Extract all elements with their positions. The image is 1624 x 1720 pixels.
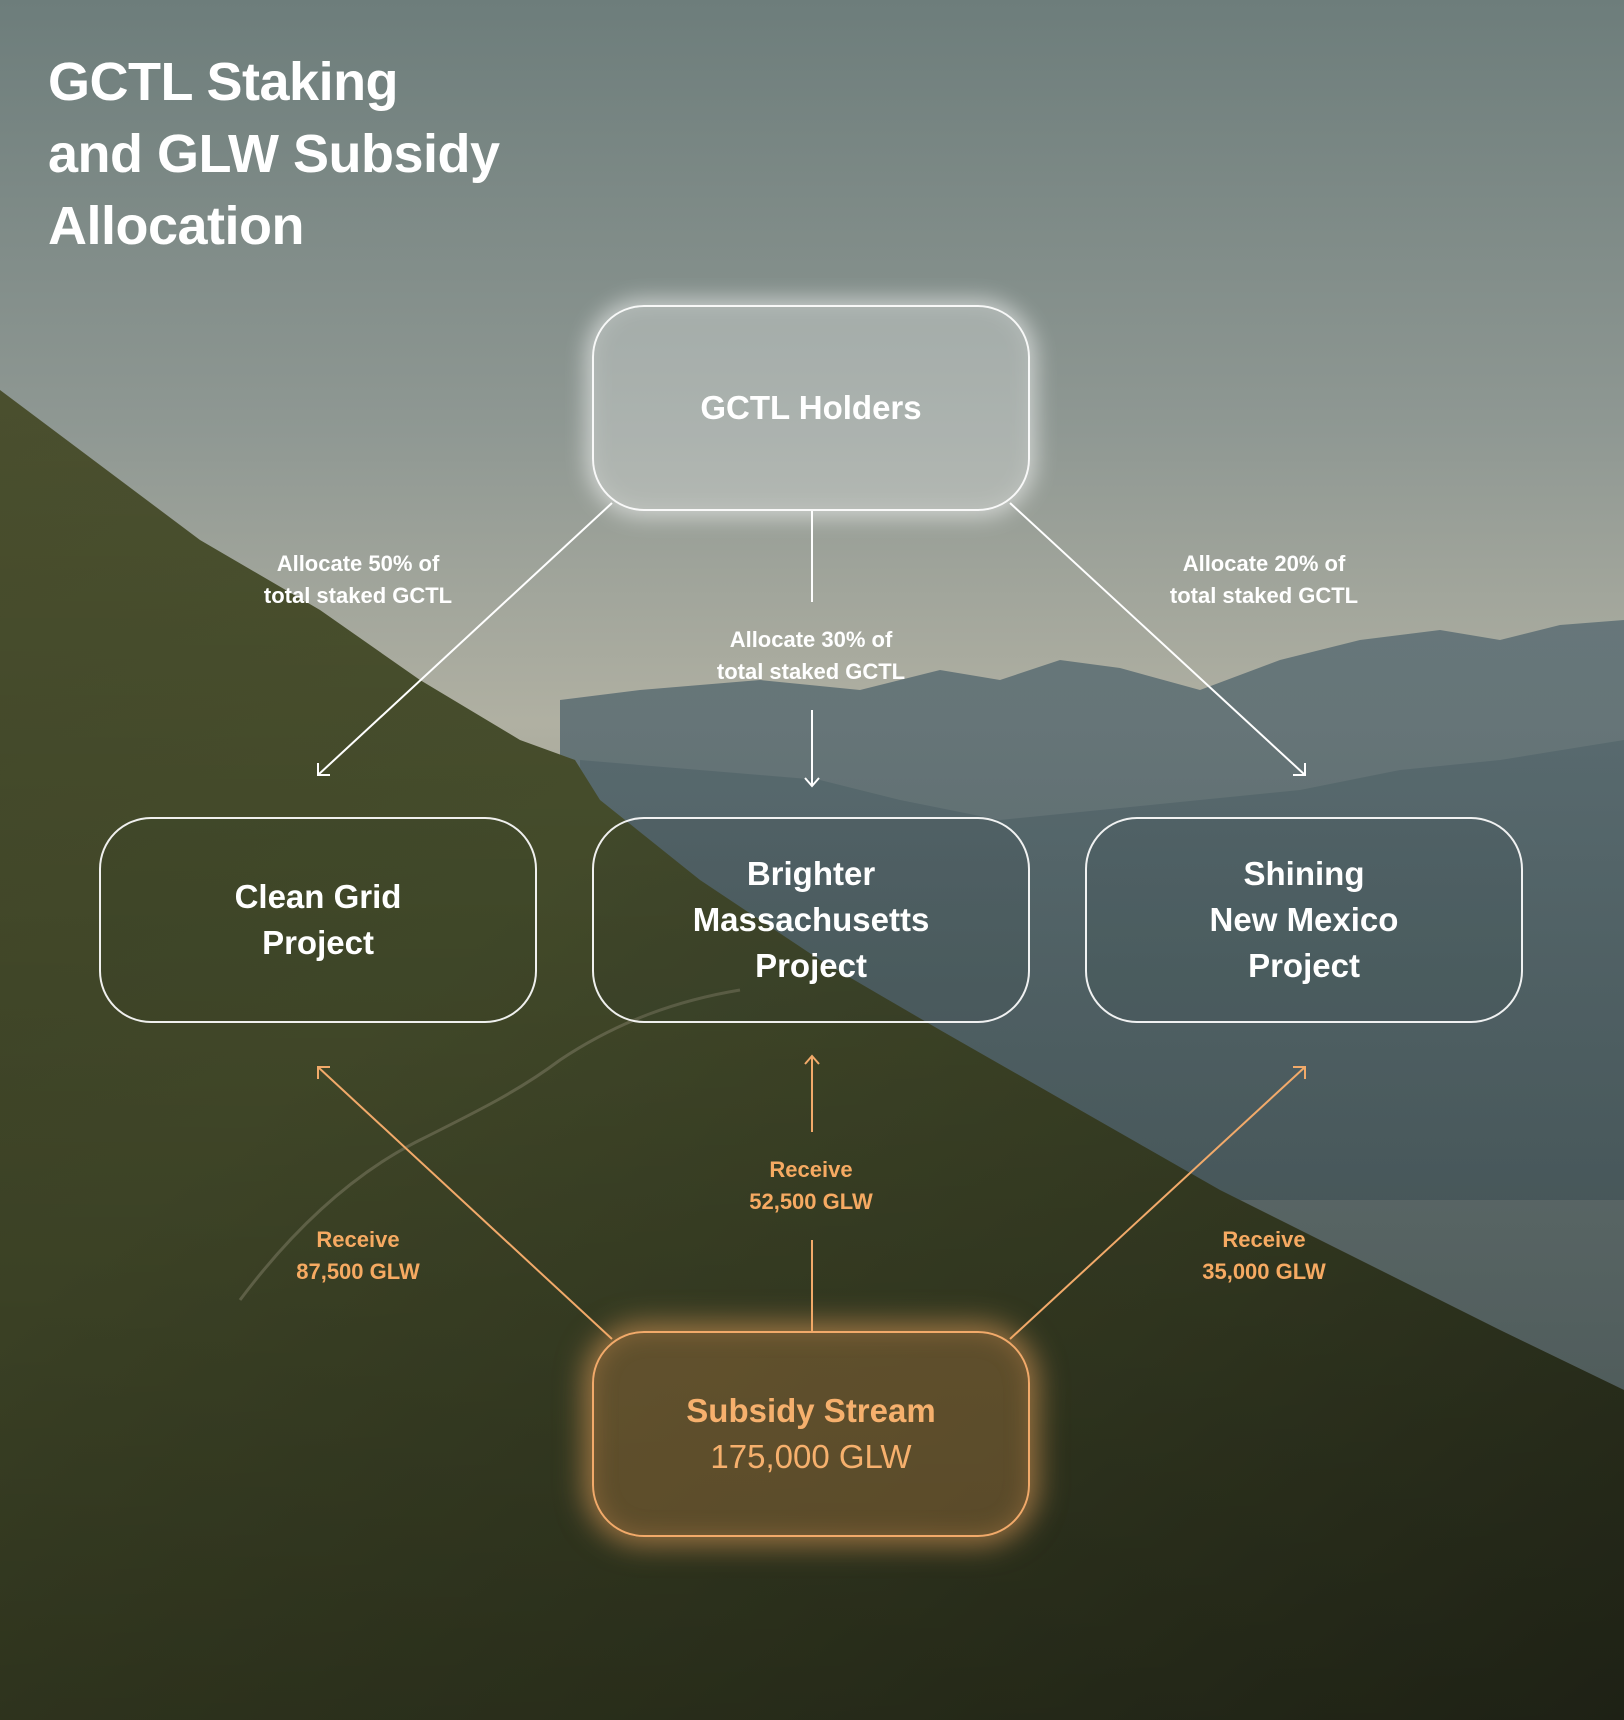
gctl-holders-node: GCTL Holders <box>592 305 1030 511</box>
subsidy-stream-amount: 175,000 GLW <box>710 1434 911 1480</box>
allocation-line-right <box>1010 503 1305 775</box>
allocation-left-line-1: Allocate 50% of <box>264 548 452 580</box>
massachusetts-line-1: Brighter <box>747 851 875 897</box>
allocation-label-center: Allocate 30% of total staked GCTL <box>717 624 905 688</box>
massachusetts-line-3: Project <box>755 943 867 989</box>
receipt-right-line-1: Receive <box>1202 1224 1326 1256</box>
allocation-right-line-2: total staked GCTL <box>1170 580 1358 612</box>
massachusetts-line-2: Massachusetts <box>693 897 930 943</box>
allocation-center-line-2: total staked GCTL <box>717 656 905 688</box>
allocation-center-line-1: Allocate 30% of <box>717 624 905 656</box>
title-line-2: and GLW Subsidy <box>48 118 568 190</box>
receipt-left-line-1: Receive <box>296 1224 420 1256</box>
receipt-line-right <box>1010 1067 1305 1339</box>
allocation-right-line-1: Allocate 20% of <box>1170 548 1358 580</box>
clean-grid-line-2: Project <box>262 920 374 966</box>
receipt-label-right: Receive 35,000 GLW <box>1202 1224 1326 1288</box>
subsidy-stream-node: Subsidy Stream 175,000 GLW <box>592 1331 1030 1537</box>
receipt-label-center: Receive 52,500 GLW <box>749 1154 873 1218</box>
receipt-left-line-2: 87,500 GLW <box>296 1256 420 1288</box>
title-line-1: GCTL Staking <box>48 46 568 118</box>
receipt-right-line-2: 35,000 GLW <box>1202 1256 1326 1288</box>
receipt-center-line-1: Receive <box>749 1154 873 1186</box>
receipt-label-left: Receive 87,500 GLW <box>296 1224 420 1288</box>
allocation-left-line-2: total staked GCTL <box>264 580 452 612</box>
allocation-label-left: Allocate 50% of total staked GCTL <box>264 548 452 612</box>
subsidy-stream-title: Subsidy Stream <box>686 1388 935 1434</box>
clean-grid-project-node: Clean Grid Project <box>99 817 537 1023</box>
new-mexico-line-3: Project <box>1248 943 1360 989</box>
new-mexico-line-2: New Mexico <box>1210 897 1399 943</box>
clean-grid-line-1: Clean Grid <box>235 874 402 920</box>
allocation-label-right: Allocate 20% of total staked GCTL <box>1170 548 1358 612</box>
title-line-3: Allocation <box>48 190 568 262</box>
allocation-line-left <box>318 503 612 775</box>
receipt-line-left <box>318 1067 612 1339</box>
brighter-massachusetts-project-node: Brighter Massachusetts Project <box>592 817 1030 1023</box>
shining-new-mexico-project-node: Shining New Mexico Project <box>1085 817 1523 1023</box>
receipt-center-line-2: 52,500 GLW <box>749 1186 873 1218</box>
gctl-holders-label: GCTL Holders <box>700 385 921 431</box>
diagram-title: GCTL Staking and GLW Subsidy Allocation <box>48 46 568 262</box>
new-mexico-line-1: Shining <box>1244 851 1365 897</box>
